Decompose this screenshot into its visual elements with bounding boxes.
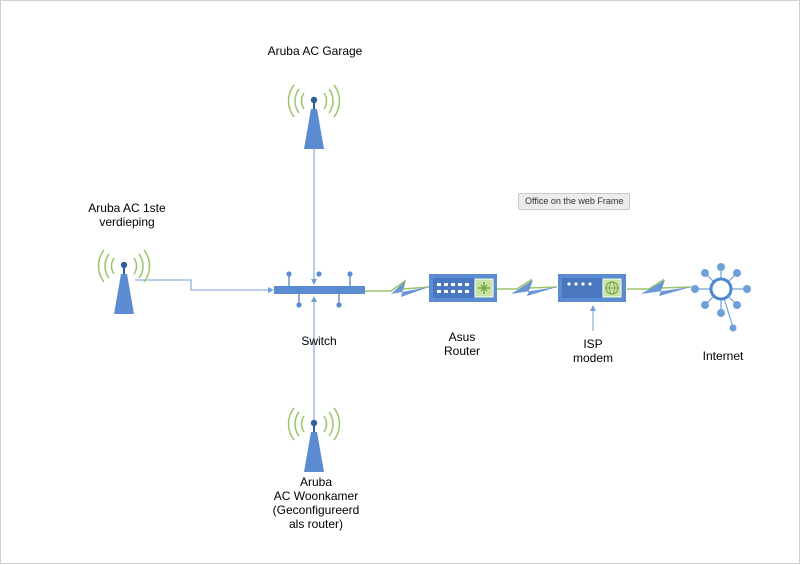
label-isp-modem-line1: ISP	[583, 337, 603, 351]
lightning-modem-internet[interactable]	[627, 278, 692, 290]
label-ap-1ste-line2: verdieping	[99, 215, 155, 229]
label-ap-1ste-line1: Aruba AC 1ste	[88, 201, 166, 215]
label-ap-woonkamer-line2: AC Woonkamer	[273, 489, 359, 503]
lightning-router-modem[interactable]	[497, 278, 558, 290]
office-frame-tooltip: Office on the web Frame	[518, 193, 631, 210]
network-switch-icon[interactable]	[274, 271, 365, 308]
lightning-links	[365, 278, 692, 297]
label-ap-woonkamer-line4: als router)	[288, 517, 344, 531]
label-asus-router-line2: Router	[443, 344, 481, 358]
connectors	[135, 149, 596, 424]
wireless-access-point-icon[interactable]	[97, 249, 151, 314]
label-ap-garage: Aruba AC Garage	[267, 44, 363, 58]
label-asus-router-line1: Asus	[448, 330, 476, 344]
label-switch: Switch	[301, 334, 337, 348]
label-asus-router: Asus Router	[432, 330, 492, 358]
label-ap-woonkamer-line1: Aruba	[299, 475, 333, 489]
label-isp-modem-line2: modem	[572, 351, 613, 365]
router-icon[interactable]	[429, 274, 497, 302]
internet-hub-icon[interactable]	[691, 263, 751, 332]
label-internet: Internet	[702, 349, 744, 363]
wireless-access-point-icon[interactable]	[287, 407, 341, 472]
link-1ste-switch[interactable]	[135, 279, 274, 293]
label-isp-modem: ISP modem	[563, 337, 623, 365]
wireless-access-point-icon[interactable]	[287, 84, 341, 149]
label-ap-woonkamer: Aruba AC Woonkamer (Geconfigureerd als r…	[264, 475, 368, 531]
label-ap-1ste: Aruba AC 1ste verdieping	[77, 201, 177, 229]
label-ap-woonkamer-line3: (Geconfigureerd	[272, 503, 360, 517]
modem-icon[interactable]	[558, 274, 626, 302]
